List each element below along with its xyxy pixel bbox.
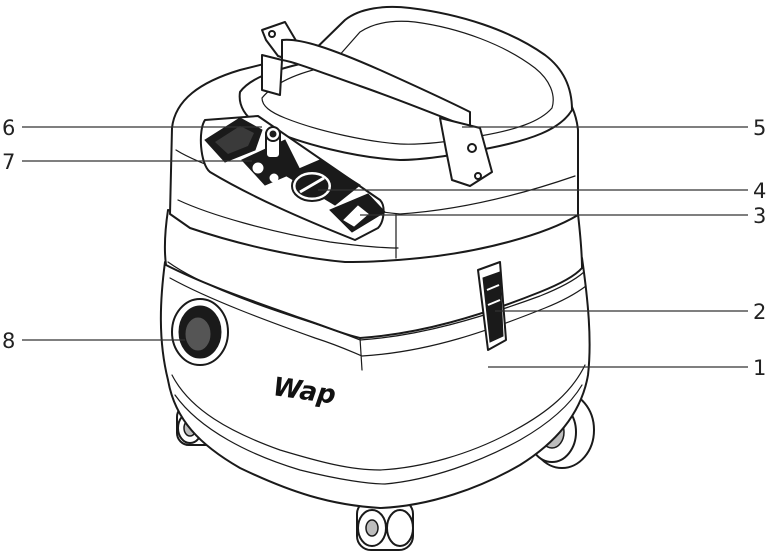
carry-handle bbox=[261, 21, 493, 187]
callout-6: 6 bbox=[2, 116, 15, 140]
hose-inlet bbox=[171, 298, 229, 366]
callout-1: 1 bbox=[753, 356, 766, 380]
latch-clip bbox=[477, 261, 507, 351]
callout-8: 8 bbox=[2, 329, 15, 353]
callout-5: 5 bbox=[753, 116, 766, 140]
callout-3: 3 bbox=[753, 204, 766, 228]
callout-4: 4 bbox=[753, 179, 766, 203]
callout-2: 2 bbox=[753, 300, 766, 324]
rotary-selector bbox=[329, 193, 386, 233]
front-caster bbox=[356, 499, 414, 551]
power-switch bbox=[204, 117, 263, 163]
socket-outlet bbox=[241, 126, 301, 186]
callout-7: 7 bbox=[2, 150, 15, 174]
base-rim bbox=[171, 364, 586, 471]
suction-knob bbox=[283, 159, 361, 206]
